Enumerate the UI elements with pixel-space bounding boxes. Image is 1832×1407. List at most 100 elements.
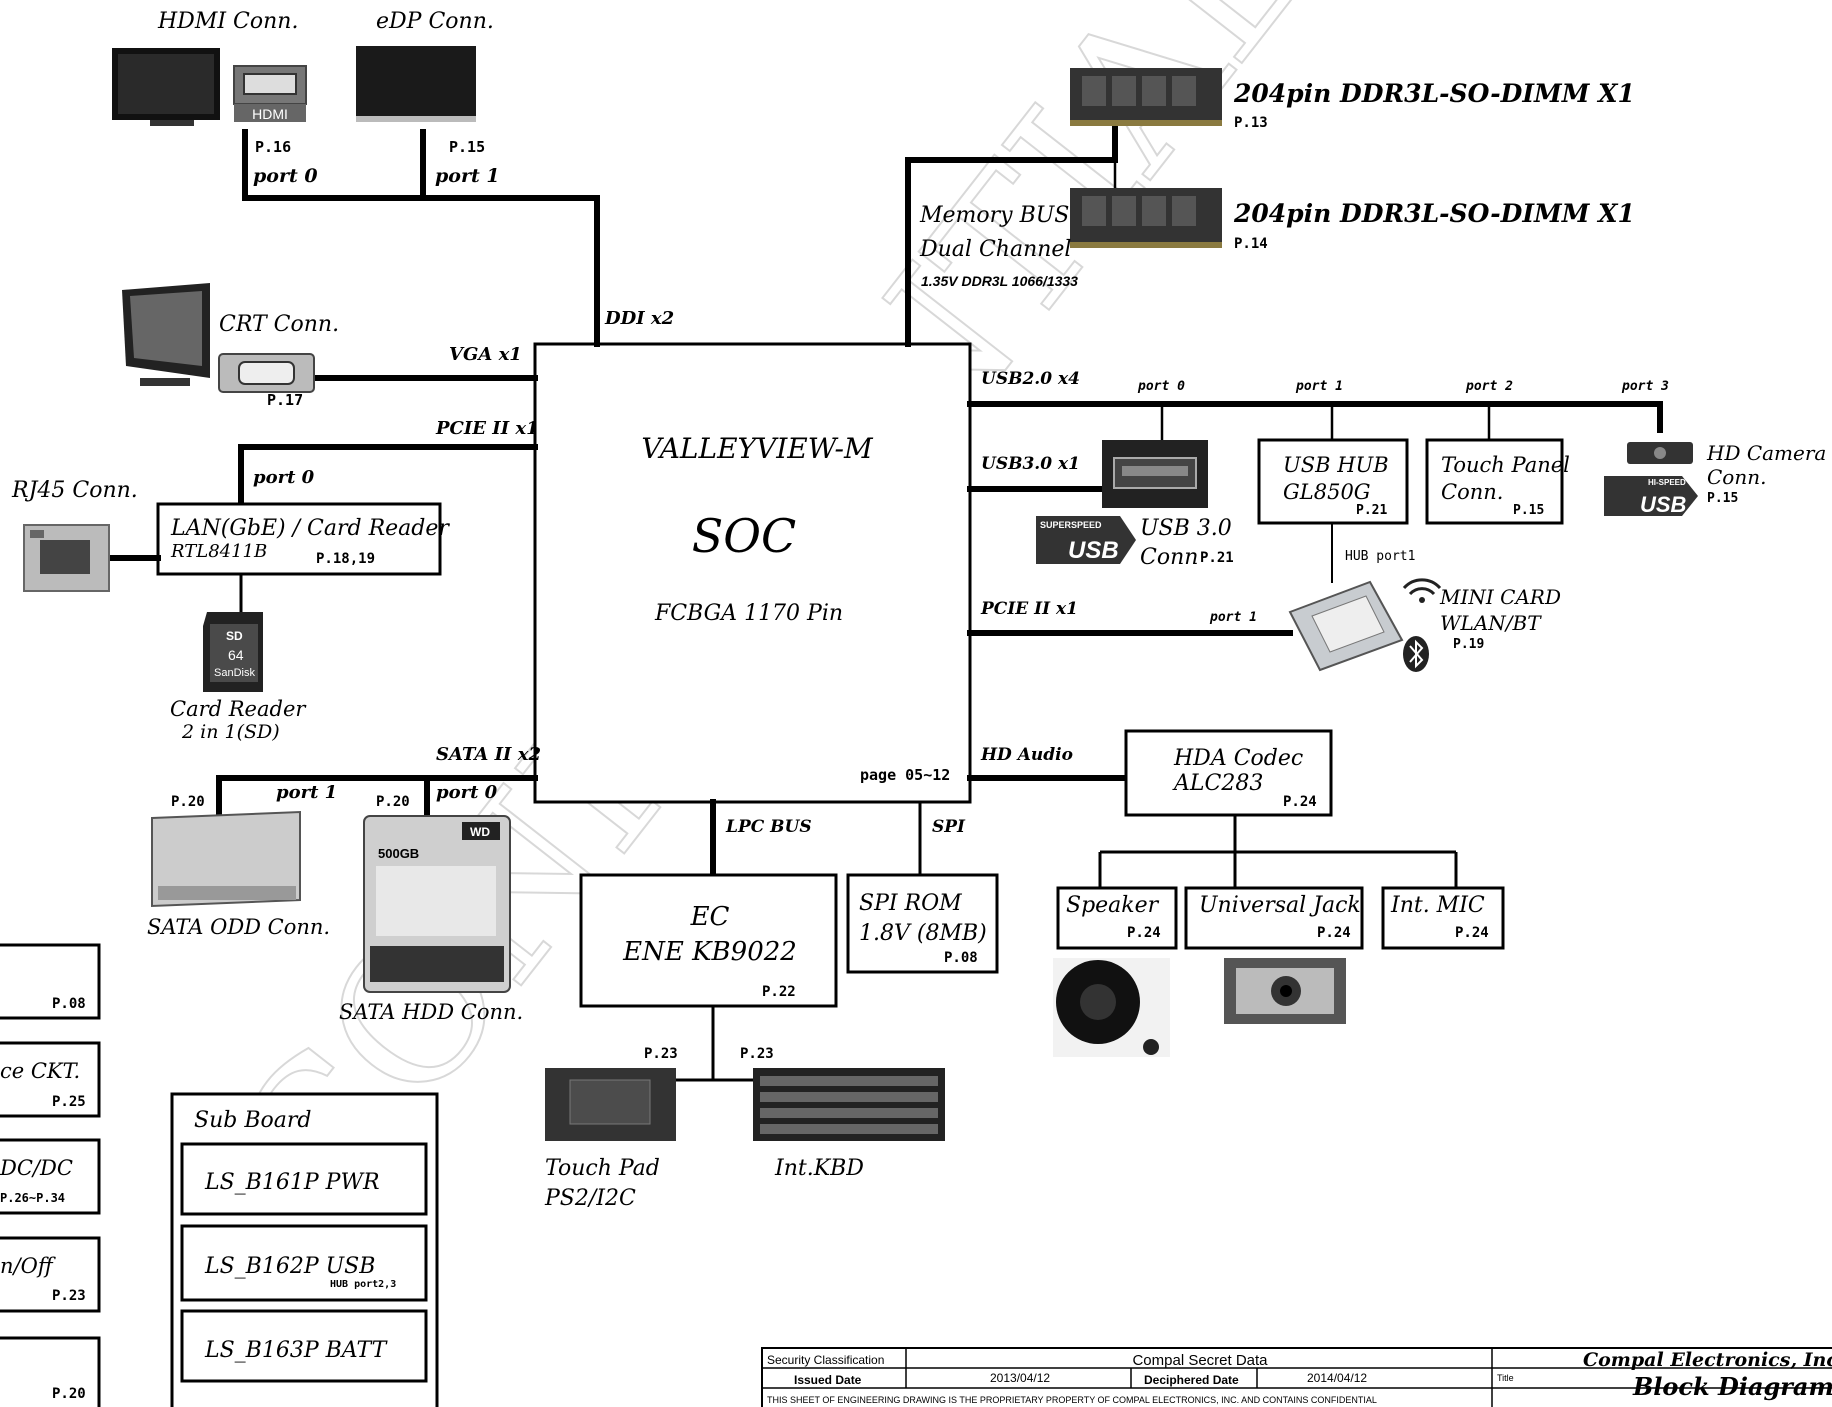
wifi-icon	[1402, 578, 1442, 603]
minicard-type: WLAN/BT	[1440, 611, 1542, 635]
usb3-label: USB3.0 x1	[981, 454, 1080, 474]
hdmi-port: port 0	[253, 165, 318, 187]
camera-usb-logo-text: USB	[1640, 492, 1687, 517]
camera-page: P.15	[1707, 491, 1738, 506]
pcie-lan-bus	[238, 444, 538, 507]
superspeed-usb-logo: SUPERSPEED USB	[1036, 516, 1136, 564]
lan-chip: RTL8411B	[170, 541, 267, 562]
sub-board-pwr-box	[180, 1142, 428, 1216]
usb2-label: USB2.0 x4	[981, 369, 1080, 389]
camera-conn: Conn.	[1707, 465, 1766, 489]
usb-hub-box	[1257, 438, 1409, 525]
usb3-page: P.21	[1200, 550, 1234, 566]
pcie-wlan-port: port 1	[1209, 610, 1257, 625]
codec-title: HDA Codec	[1173, 746, 1303, 771]
sd-card-icon: SD 64 SanDisk	[203, 612, 263, 692]
left-box-3-text: DC/DC	[0, 1156, 73, 1180]
spi-rom-spec: 1.8V (8MB)	[859, 921, 987, 946]
notice-text: THIS SHEET OF ENGINEERING DRAWING IS THE…	[767, 1395, 1377, 1405]
hda-label: HD Audio	[980, 745, 1073, 765]
title-block	[761, 1347, 1832, 1407]
usb-hub-title: USB HUB	[1283, 453, 1389, 477]
ec-peripheral-bus	[676, 1006, 753, 1082]
sata-port1: port 1	[276, 782, 337, 803]
mic-page: P.24	[1455, 925, 1489, 941]
sd-brand: SanDisk	[214, 667, 255, 679]
left-box-3-page: P.26~P.34	[0, 1191, 65, 1205]
hdmi-title: HDMI Conn.	[157, 9, 298, 34]
usb3-conn-line1: USB 3.0	[1140, 516, 1232, 541]
dimm1-title: 204pin DDR3L-SO-DIMM X1	[1233, 79, 1635, 108]
sata-port0: port 0	[436, 782, 498, 803]
touch-panel-page: P.15	[1513, 503, 1544, 518]
dimm2-page: P.14	[1234, 236, 1268, 252]
spi-rom-title: SPI ROM	[859, 891, 962, 916]
codec-chip: ALC283	[1172, 771, 1263, 796]
sd-label: SD	[226, 629, 243, 643]
usb-hub-chip: GL850G	[1283, 480, 1371, 504]
usb2-port3: port 3	[1621, 379, 1669, 394]
left-box-2-page: P.25	[52, 1094, 86, 1110]
touch-panel-box	[1425, 438, 1564, 525]
usb3-conn-line2: Conn	[1140, 545, 1198, 570]
cardreader-title: Card Reader	[170, 697, 307, 721]
left-box-4	[0, 1236, 101, 1313]
mic-title: Int. MIC	[1390, 893, 1485, 918]
hdmi-port-icon: HDMI	[233, 65, 307, 122]
deciphered-value: 2014/04/12	[1307, 1371, 1367, 1385]
usb-hub-page: P.21	[1356, 503, 1387, 518]
codec-box	[1124, 729, 1333, 817]
minicard-title: MINI CARD	[1439, 585, 1561, 609]
left-box-5-page: P.20	[52, 1386, 86, 1402]
odd-drive-icon	[151, 810, 301, 908]
left-box-1-page: P.08	[52, 996, 86, 1012]
usb3-logo-text: USB	[1068, 537, 1119, 564]
hub-port-label: HUB port1	[1345, 549, 1415, 564]
touchpad-interface: PS2/I2C	[544, 1186, 636, 1211]
sub-board-pwr: LS_B161P PWR	[204, 1170, 380, 1195]
touch-panel-title: Touch Panel	[1441, 453, 1570, 477]
touch-panel-conn: Conn.	[1441, 480, 1503, 504]
touchpad-page: P.23	[644, 1046, 678, 1062]
hdd-title: SATA HDD Conn.	[339, 1000, 523, 1024]
left-box-1	[0, 943, 101, 1020]
security-label: Security Classification	[767, 1353, 884, 1367]
memory-channel-label: Dual Channel	[919, 237, 1071, 262]
vga-port-icon	[218, 353, 315, 393]
soc-package: FCBGA 1170 Pin	[654, 601, 843, 626]
mic-box	[1381, 886, 1505, 950]
company-name: Compal Electronics, Inc.	[1583, 1349, 1832, 1371]
sub-board-usb-note: HUB port2,3	[330, 1279, 396, 1290]
speaker-box	[1056, 886, 1178, 950]
edp-panel-icon	[356, 46, 476, 122]
usb2-port1: port 1	[1295, 379, 1343, 394]
odd-title: SATA ODD Conn.	[147, 915, 330, 939]
audio-jack-icon	[1224, 958, 1346, 1024]
crt-title: CRT Conn.	[219, 312, 339, 337]
soc-page: page 05~12	[860, 766, 950, 784]
dimm2-title: 204pin DDR3L-SO-DIMM X1	[1233, 199, 1635, 228]
hispeed-text: HI-SPEED	[1648, 478, 1686, 487]
codec-tree	[1098, 815, 1458, 888]
minicard-icon	[1288, 580, 1404, 672]
jack-title: Universal Jack	[1199, 893, 1361, 918]
hdd-brand: WD	[470, 825, 490, 839]
superspeed-text: SUPERSPEED	[1040, 520, 1102, 530]
crt-page: P.17	[267, 391, 303, 409]
camera-icon	[1627, 442, 1693, 464]
spi-label: SPI	[932, 817, 966, 837]
ec-page: P.22	[762, 984, 796, 1000]
usb2-port2: port 2	[1465, 379, 1513, 394]
jack-page: P.24	[1317, 925, 1351, 941]
lan-port: port 0	[253, 467, 315, 488]
bluetooth-icon	[1403, 636, 1429, 672]
lan-box	[156, 502, 442, 576]
edp-page: P.15	[449, 138, 485, 156]
memory-spec: 1.35V DDR3L 1066/1333	[921, 273, 1078, 289]
keyboard-title: Int.KBD	[774, 1156, 864, 1181]
lpc-label: LPC BUS	[725, 817, 812, 837]
usb2-bus	[967, 401, 1663, 433]
left-box-2	[0, 1041, 101, 1118]
edp-title: eDP Conn.	[376, 9, 494, 34]
ec-title: EC	[690, 902, 730, 932]
